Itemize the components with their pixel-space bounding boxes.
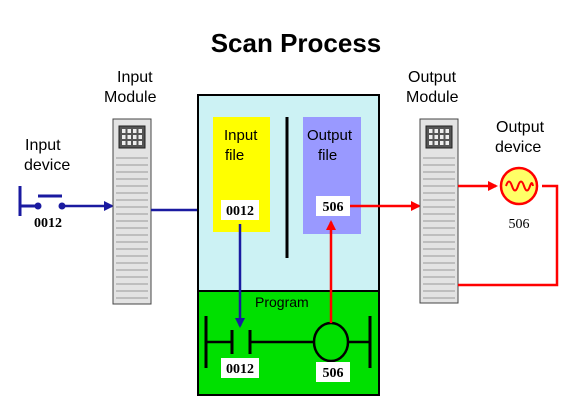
module-led-cell (440, 135, 444, 139)
module-led-cell (122, 129, 126, 133)
program-contact-address-box (221, 358, 259, 378)
input-module-label-2: Module (104, 89, 157, 106)
program-coil-address-box (316, 362, 350, 382)
module-led-cell (434, 135, 438, 139)
output-file-value: 506 (323, 200, 344, 215)
module-led-cell (434, 129, 438, 133)
input-module (112, 118, 152, 305)
module-led-cell (429, 135, 433, 139)
output-wiring (458, 181, 559, 287)
module-led-cell (429, 129, 433, 133)
program-label: Program (255, 294, 309, 310)
diagram-title: Scan Process (211, 28, 382, 58)
program-ladder-rung (204, 316, 372, 368)
output-module-led-grid-icon (425, 125, 453, 149)
module-led-cell (133, 135, 137, 139)
module-led-cell (440, 141, 444, 145)
module-led-cell (445, 129, 449, 133)
module-led-cell (434, 141, 438, 145)
module-led-cell (440, 129, 444, 133)
output-device-label-1: Output (496, 119, 545, 136)
input-file-value-box (221, 200, 259, 220)
module-led-cell (133, 141, 137, 145)
input-device-label-1: Input (25, 137, 61, 154)
module-led-cell (445, 141, 449, 145)
module-led-cell (429, 141, 433, 145)
module-led-cell (122, 135, 126, 139)
output-module-label-1: Output (408, 69, 457, 86)
output-file-value-box (316, 196, 350, 216)
input-device-address: 0012 (34, 216, 62, 231)
input-file-label-1: Input (224, 127, 258, 144)
output-lamp-icon (499, 166, 539, 206)
program-coil-address: 506 (323, 366, 344, 381)
input-module-label-1: Input (117, 69, 153, 86)
input-device-label-2: device (24, 157, 70, 174)
module-led-cell (127, 141, 131, 145)
module-led-cell (138, 141, 142, 145)
input-file-value: 0012 (226, 204, 254, 219)
module-led-cell (138, 135, 142, 139)
output-file-label-1: Output (307, 127, 353, 144)
output-module-label-2: Module (406, 89, 459, 106)
module-led-cell (127, 135, 131, 139)
module-led-cell (122, 141, 126, 145)
output-module (419, 118, 459, 304)
program-contact-address: 0012 (226, 362, 254, 377)
input-module-led-grid-icon (118, 125, 146, 149)
output-device-label-2: device (495, 139, 541, 156)
input-device-switch-icon (18, 186, 66, 216)
output-device-address: 506 (509, 217, 530, 232)
input-file-label-2: file (225, 147, 244, 164)
module-led-cell (133, 129, 137, 133)
module-led-cell (127, 129, 131, 133)
module-led-cell (138, 129, 142, 133)
output-file-label-2: file (318, 147, 337, 164)
module-led-cell (445, 135, 449, 139)
